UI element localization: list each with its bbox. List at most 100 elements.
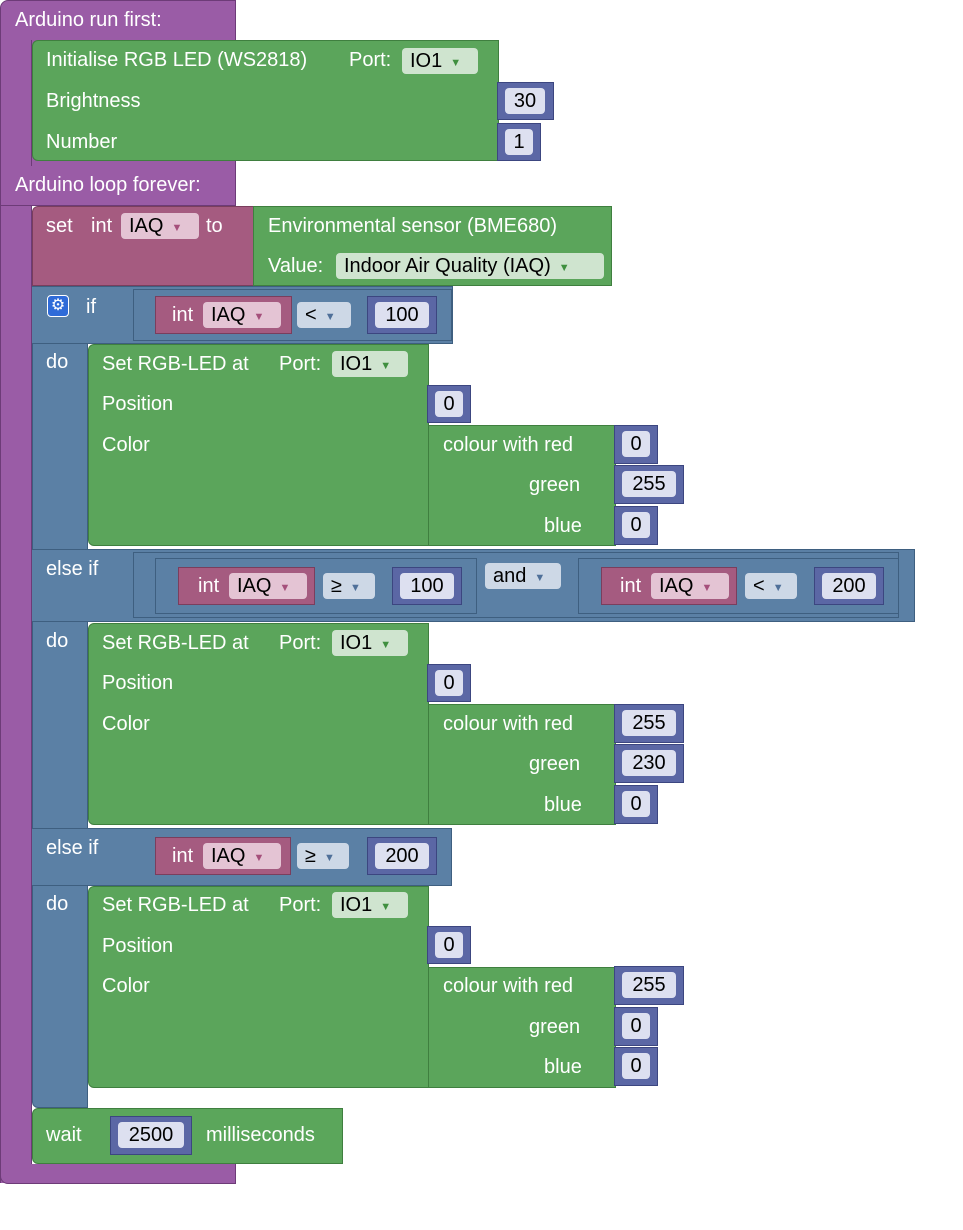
wait-unit-label: milliseconds xyxy=(206,1124,315,1146)
gear-icon[interactable]: ⚙ xyxy=(47,295,69,317)
cond3-type: int xyxy=(172,845,194,867)
else-if-label-1: else if xyxy=(46,558,99,580)
cond2-right-value[interactable]: 200 xyxy=(822,573,876,599)
cond2-left-value[interactable]: 100 xyxy=(400,573,454,599)
set-label: set xyxy=(46,215,73,237)
do-label-3: do xyxy=(46,893,69,915)
loop-title: Arduino loop forever: xyxy=(15,174,201,196)
led3-port-label: Port: xyxy=(279,894,322,916)
chevron-down-icon: ▼ xyxy=(349,582,361,594)
set-to-label: to xyxy=(206,215,223,237)
led1-colour-block[interactable] xyxy=(428,425,616,546)
cond1-value[interactable]: 100 xyxy=(375,302,429,328)
cond3-op: ≥ xyxy=(305,845,316,867)
led2-port-label: Port: xyxy=(279,632,322,654)
cond2-left-variable-dropdown[interactable]: IAQ▼ xyxy=(229,573,307,599)
loop-block[interactable] xyxy=(0,166,236,206)
cond3-value[interactable]: 200 xyxy=(375,843,429,869)
cond2-left-var: IAQ xyxy=(237,575,272,597)
chevron-down-icon: ▼ xyxy=(380,639,392,651)
init-port-label: Port: xyxy=(349,49,392,71)
cond2-right-operator-dropdown[interactable]: <▼ xyxy=(745,573,797,599)
led1-position-label: Position xyxy=(102,393,174,415)
sensor-value-dropdown[interactable]: Indoor Air Quality (IAQ) ▼ xyxy=(336,253,604,279)
chevron-down-icon: ▼ xyxy=(324,311,336,323)
led3-colour-label: colour with red xyxy=(443,975,574,997)
cond2-logic: and xyxy=(493,565,527,587)
loop-block-footer xyxy=(0,1164,236,1184)
chevron-down-icon: ▼ xyxy=(253,311,265,323)
led3-port-dropdown[interactable]: IO1▼ xyxy=(332,892,408,918)
if-block-spine[interactable] xyxy=(32,286,88,1108)
led3-green-input[interactable]: 0 xyxy=(622,1013,650,1039)
led2-red-input[interactable]: 255 xyxy=(622,710,676,736)
set-variable-dropdown[interactable]: IAQ▼ xyxy=(121,213,199,239)
cond2-left-operator-dropdown[interactable]: ≥▼ xyxy=(323,573,375,599)
led1-port-dropdown[interactable]: IO1▼ xyxy=(332,351,408,377)
do-label-2: do xyxy=(46,630,69,652)
led3-blue-label: blue xyxy=(544,1056,582,1078)
led3-blue-input[interactable]: 0 xyxy=(622,1053,650,1079)
led1-blue-input[interactable]: 0 xyxy=(622,512,650,538)
led1-green-input[interactable]: 255 xyxy=(622,471,676,497)
led2-label: Set RGB-LED at xyxy=(102,632,249,654)
led1-position-input[interactable]: 0 xyxy=(435,391,463,417)
chevron-down-icon: ▼ xyxy=(253,852,265,864)
led1-label: Set RGB-LED at xyxy=(102,353,249,375)
cond2-right-type: int xyxy=(620,575,642,597)
led2-blue-label: blue xyxy=(544,794,582,816)
sensor-value-label: Value: xyxy=(268,255,324,277)
set-type-label: int xyxy=(91,215,113,237)
wait-input[interactable]: 2500 xyxy=(118,1122,184,1148)
led3-green-label: green xyxy=(529,1016,581,1038)
led2-position-label: Position xyxy=(102,672,174,694)
led1-port-label: Port: xyxy=(279,353,322,375)
led3-port-value: IO1 xyxy=(340,894,373,916)
cond3-variable-dropdown[interactable]: IAQ▼ xyxy=(203,843,281,869)
cond1-operator-dropdown[interactable]: <▼ xyxy=(297,302,351,328)
cond3-operator-dropdown[interactable]: ≥▼ xyxy=(297,843,349,869)
chevron-down-icon: ▼ xyxy=(558,262,570,274)
led2-port-dropdown[interactable]: IO1 ▼ xyxy=(332,630,408,656)
setup-block-spine xyxy=(0,40,32,1183)
do-label-1: do xyxy=(46,351,69,373)
chevron-down-icon: ▼ xyxy=(450,57,462,69)
init-port-dropdown[interactable]: IO1▼ xyxy=(402,48,478,74)
cond2-logic-dropdown[interactable]: and ▼ xyxy=(485,563,561,589)
chevron-down-icon: ▼ xyxy=(701,582,713,594)
led1-blue-label: blue xyxy=(544,515,582,537)
chevron-down-icon: ▼ xyxy=(772,582,784,594)
led2-green-input[interactable]: 230 xyxy=(622,750,676,776)
chevron-down-icon: ▼ xyxy=(323,852,335,864)
led3-color-label: Color xyxy=(102,975,150,997)
cond2-right-op: < xyxy=(753,575,765,597)
cond1-op: < xyxy=(305,304,317,326)
chevron-down-icon: ▼ xyxy=(534,572,546,584)
led2-port-value: IO1 xyxy=(340,632,373,654)
led2-colour-label: colour with red xyxy=(443,713,574,735)
led1-red-input[interactable]: 0 xyxy=(622,431,650,457)
chevron-down-icon: ▼ xyxy=(171,222,183,234)
setup-title: Arduino run first: xyxy=(15,9,162,31)
else-if-label-2: else if xyxy=(46,837,99,859)
set-rgb-led-block-3[interactable] xyxy=(88,886,429,1088)
set-rgb-led-block-2[interactable] xyxy=(88,623,429,825)
led3-red-input[interactable]: 255 xyxy=(622,972,676,998)
init-label: Initialise RGB LED (WS2818) xyxy=(46,49,308,71)
led3-position-input[interactable]: 0 xyxy=(435,932,463,958)
led2-green-label: green xyxy=(529,753,581,775)
cond1-variable-dropdown[interactable]: IAQ▼ xyxy=(203,302,281,328)
led3-colour-block[interactable] xyxy=(428,967,616,1088)
number-input[interactable]: 1 xyxy=(505,129,533,155)
sensor-value-option: Indoor Air Quality (IAQ) xyxy=(344,255,551,277)
led2-position-input[interactable]: 0 xyxy=(435,670,463,696)
cond2-right-var: IAQ xyxy=(659,575,694,597)
wait-label: wait xyxy=(46,1124,82,1146)
led2-blue-input[interactable]: 0 xyxy=(622,791,650,817)
cond2-right-variable-dropdown[interactable]: IAQ ▼ xyxy=(651,573,729,599)
brightness-input[interactable]: 30 xyxy=(505,88,545,114)
chevron-down-icon: ▼ xyxy=(380,360,392,372)
led1-colour-label: colour with red xyxy=(443,434,574,456)
led3-position-label: Position xyxy=(102,935,174,957)
brightness-label: Brightness xyxy=(46,90,141,112)
